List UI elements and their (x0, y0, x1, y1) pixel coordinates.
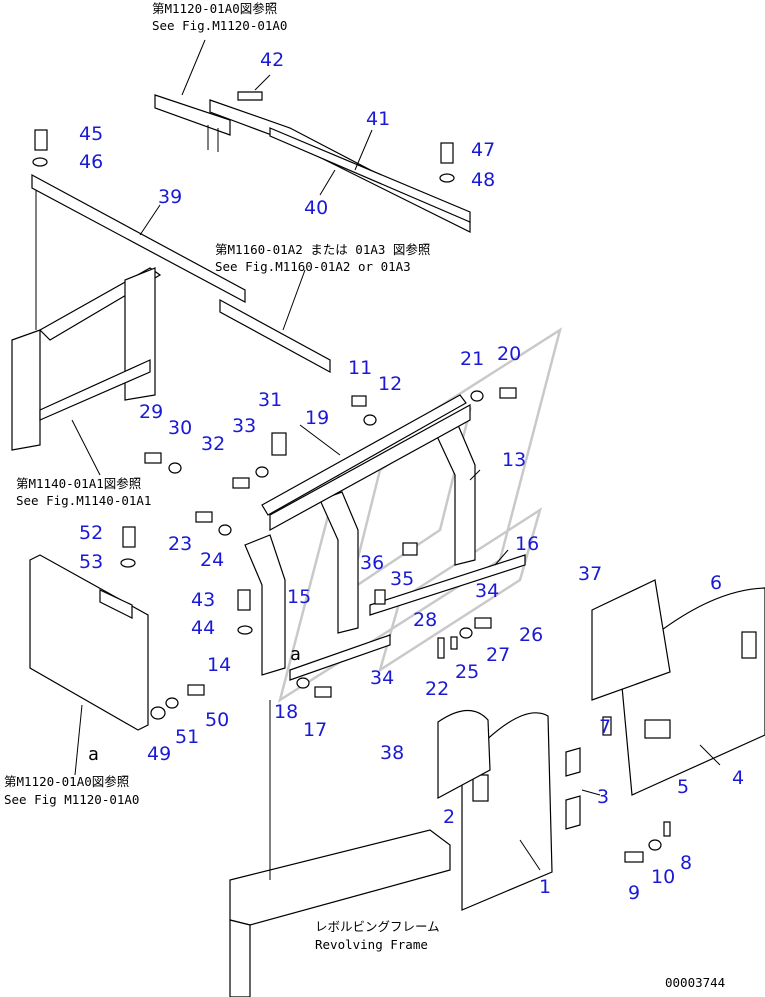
ref-m1140-en: See Fig.M1140-01A1 (16, 493, 151, 508)
callout-2: 2 (443, 806, 455, 828)
callout-49: 49 (147, 743, 171, 765)
callout-24: 24 (200, 549, 224, 571)
callout-42: 42 (260, 49, 284, 71)
bracket-14 (244, 534, 286, 676)
callout-43: 43 (191, 589, 215, 611)
callout-34-upper: 34 (475, 580, 499, 602)
callout-36: 36 (360, 552, 384, 574)
callout-34-lower: 34 (370, 667, 394, 689)
ref-bottom-en: See Fig M1120-01A0 (4, 792, 139, 807)
shims-3 (565, 716, 612, 830)
left-cover-panel (29, 554, 149, 731)
crossmember-39 (31, 173, 331, 374)
fasteners (32, 129, 671, 863)
callout-53: 53 (79, 551, 103, 573)
callout-37: 37 (578, 563, 602, 585)
ref-top-jp: 第M1120-01A0図参照 (152, 1, 277, 16)
ref-frame-jp: レボルビングフレーム (315, 919, 440, 934)
callout-29: 29 (139, 401, 163, 423)
callout-27: 27 (486, 644, 510, 666)
callout-3: 3 (597, 786, 609, 808)
insulation-37 (591, 579, 671, 701)
callout-23: 23 (168, 533, 192, 555)
bracket-15 (319, 491, 359, 634)
callout-32: 32 (201, 433, 225, 455)
ref-m1160-jp: 第M1160-01A2 または 01A3 図参照 (215, 242, 430, 257)
callout-13: 13 (502, 449, 526, 471)
callout-52: 52 (79, 522, 103, 544)
callout-25: 25 (455, 661, 479, 683)
top-rail-assembly (154, 91, 471, 233)
callout-12: 12 (378, 373, 402, 395)
rails-16-34 (289, 554, 526, 681)
bracket-13 (434, 424, 476, 566)
callout-11: 11 (348, 357, 372, 379)
callout-16: 16 (515, 533, 539, 555)
callout-17: 17 (303, 719, 327, 741)
callout-33: 33 (232, 415, 256, 437)
callout-44: 44 (191, 617, 215, 639)
callout-46: 46 (79, 151, 103, 173)
callout-51: 51 (175, 726, 199, 748)
callout-18: 18 (274, 701, 298, 723)
callout-1: 1 (539, 876, 551, 898)
callout-19: 19 (305, 407, 329, 429)
callout-50: 50 (205, 709, 229, 731)
callout-35: 35 (390, 568, 414, 590)
callout-28: 28 (413, 609, 437, 631)
callout-31: 31 (258, 389, 282, 411)
callout-22: 22 (425, 678, 449, 700)
callout-10: 10 (651, 866, 675, 888)
label-a-left: a (88, 744, 99, 765)
callout-45: 45 (79, 123, 103, 145)
ref-m1140-jp: 第M1140-01A1図参照 (16, 476, 141, 491)
callout-4: 4 (732, 767, 744, 789)
left-frame (11, 190, 162, 451)
callout-6: 6 (710, 572, 722, 594)
callout-5: 5 (677, 776, 689, 798)
callout-20: 20 (497, 343, 521, 365)
callouts: 1 2 3 4 5 6 7 8 9 10 11 12 13 14 15 16 1… (79, 49, 744, 904)
callout-48: 48 (471, 169, 495, 191)
callout-41: 41 (366, 108, 390, 130)
callout-9: 9 (628, 882, 640, 904)
callout-39: 39 (158, 186, 182, 208)
bar-19 (261, 394, 471, 532)
callout-38: 38 (380, 742, 404, 764)
ref-m1160-en: See Fig.M1160-01A2 or 01A3 (215, 259, 411, 274)
callout-7: 7 (599, 716, 611, 738)
callout-26: 26 (519, 624, 543, 646)
label-a-center: a (290, 644, 301, 665)
leaders (71, 39, 721, 871)
callout-21: 21 (460, 348, 484, 370)
callout-40: 40 (304, 197, 328, 219)
ref-frame-en: Revolving Frame (315, 937, 428, 952)
ref-top-en: See Fig.M1120-01A0 (152, 18, 287, 33)
image-number: 00003744 (665, 975, 725, 990)
callout-15: 15 (287, 586, 311, 608)
callout-14: 14 (207, 654, 231, 676)
callout-47: 47 (471, 139, 495, 161)
callout-8: 8 (680, 852, 692, 874)
revolving-frame (229, 700, 451, 997)
insulation-38 (437, 709, 491, 800)
watermark (277, 327, 563, 703)
callout-30: 30 (168, 417, 192, 439)
ref-bottom-jp: 第M1120-01A0図参照 (4, 774, 129, 789)
